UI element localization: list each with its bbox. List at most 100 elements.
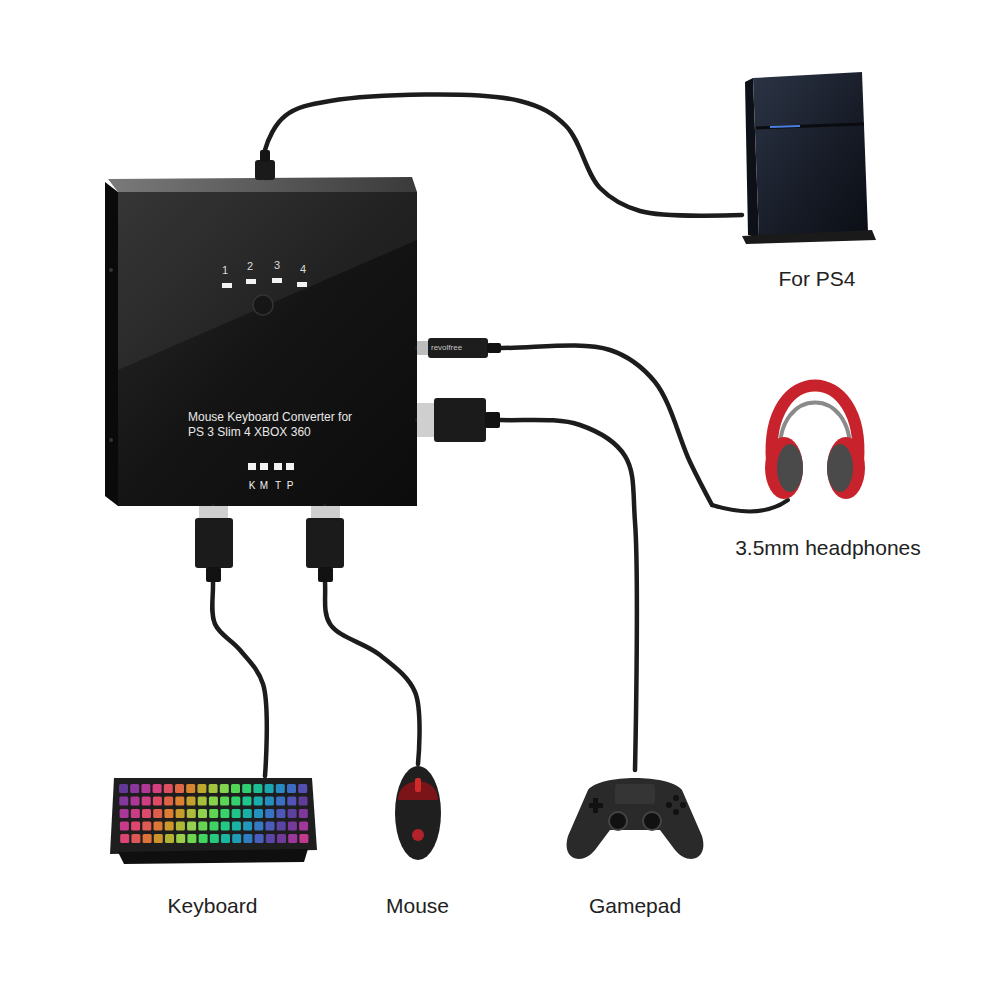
usb-metal	[417, 403, 435, 437]
mouse-usb-plug	[306, 506, 344, 582]
key-cap	[254, 809, 263, 818]
key-cap	[131, 809, 140, 818]
text-holder: P	[287, 480, 294, 493]
port-number: 4	[300, 263, 306, 277]
key-cap	[277, 822, 286, 831]
status-letter: T	[275, 480, 281, 493]
text-holder: 2	[247, 260, 253, 274]
key-cap	[299, 809, 308, 818]
mouse	[395, 766, 441, 860]
usb-body	[195, 518, 233, 568]
key-cap	[299, 797, 308, 806]
key-cap	[287, 784, 296, 793]
key-cap	[276, 797, 285, 806]
device-label: Keyboard	[168, 893, 258, 918]
product-name: Mouse Keyboard Converter for PS 3 Slim 4…	[188, 410, 353, 440]
touchpad	[615, 784, 655, 804]
key-cap	[198, 809, 207, 818]
key-cap	[231, 797, 240, 806]
usb-metal	[199, 506, 228, 519]
housing-side	[105, 182, 118, 506]
key-cap	[243, 809, 252, 818]
key-cap	[187, 822, 196, 831]
key-cap	[199, 834, 208, 843]
key-cap	[288, 834, 297, 843]
key-cap	[243, 834, 252, 843]
jack-tip	[417, 341, 429, 355]
key-cap	[210, 834, 219, 843]
port-number: 2	[247, 260, 253, 274]
keyboard-body	[110, 778, 317, 854]
key-cap	[299, 822, 308, 831]
plug-body	[255, 160, 275, 180]
jack-body	[428, 338, 488, 358]
usb-tail	[206, 567, 221, 582]
housing-screw	[109, 268, 113, 272]
port-number: 3	[274, 259, 280, 273]
usb-metal	[311, 506, 340, 519]
headphone-wire	[712, 500, 788, 511]
converter-housing	[105, 177, 417, 506]
key-cap	[265, 784, 274, 793]
key-cap	[210, 822, 219, 831]
key-cap	[153, 784, 162, 793]
audio-jack	[417, 338, 501, 358]
key-cap	[232, 834, 241, 843]
key-cap	[142, 797, 151, 806]
mode-button	[253, 295, 273, 315]
device-label: 3.5mm headphones	[735, 535, 921, 560]
scroll-wheel	[415, 778, 421, 792]
key-cap	[142, 822, 151, 831]
key-cap	[243, 797, 252, 806]
gamepad-body	[567, 778, 704, 859]
key-cap	[255, 834, 264, 843]
key-cap	[209, 784, 218, 793]
text-holder: Mouse Keyboard Converter for PS 3 Slim 4…	[188, 410, 353, 440]
key-cap	[266, 822, 275, 831]
cable	[417, 345, 712, 505]
port-led	[222, 283, 232, 288]
usb-tail	[318, 567, 333, 582]
console-face	[753, 72, 868, 238]
key-cap	[242, 784, 251, 793]
ear-pad	[777, 444, 803, 492]
key-cap	[232, 809, 241, 818]
key-cap	[277, 834, 286, 843]
key-cap	[197, 784, 206, 793]
jack-tail	[487, 343, 501, 353]
key-cap	[131, 797, 140, 806]
key-cap	[175, 784, 184, 793]
key-cap	[265, 809, 274, 818]
status-letter: M	[260, 480, 268, 493]
key-cap	[176, 834, 185, 843]
key-cap	[143, 834, 152, 843]
keyboard-keys	[119, 784, 308, 843]
status-letter: K	[249, 480, 256, 493]
housing-front	[118, 192, 417, 506]
headphones-node: 3.5mm headphones	[712, 365, 944, 562]
gamepad-usb-plug	[417, 398, 500, 442]
mouse-body	[395, 766, 441, 860]
console-plug	[255, 150, 275, 180]
key-cap	[120, 809, 129, 818]
key-cap	[221, 822, 230, 831]
key-cap	[120, 834, 129, 843]
housing-screw	[109, 438, 113, 442]
key-cap	[243, 822, 252, 831]
text-holder: 1	[222, 264, 228, 278]
ear-cup	[765, 437, 803, 499]
status-letter: P	[287, 480, 294, 493]
port-led	[246, 279, 256, 284]
console-stand	[742, 230, 876, 244]
key-cap	[198, 797, 207, 806]
text-holder: T	[275, 480, 281, 493]
face-button	[666, 802, 672, 808]
converter-box: 1 2 3 4Mouse Keyboard Converter for PS 3 Sl…	[105, 178, 417, 506]
status-led	[248, 463, 256, 470]
key-cap	[187, 809, 196, 818]
key-cap	[209, 809, 218, 818]
text-holder: 3	[274, 259, 280, 273]
